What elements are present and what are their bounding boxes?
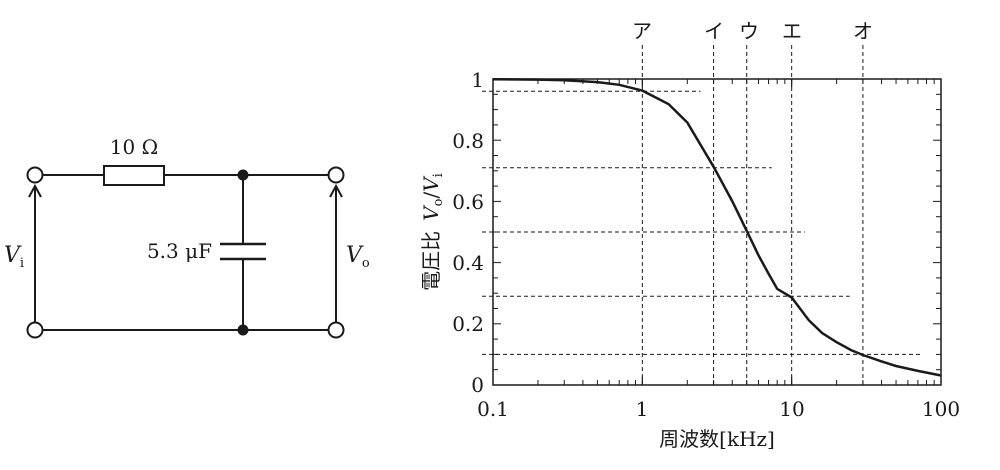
y-tick-label: 1 (471, 68, 484, 92)
marker-label-u: ウ (739, 19, 759, 43)
input-terminal-top (26, 166, 44, 184)
capacitor-label: 5.3 μF (147, 239, 212, 263)
marker-label-i: イ (704, 19, 724, 43)
x-axis-label: 周波数[kHz] (659, 427, 775, 451)
x-tick-label: 100 (922, 397, 960, 421)
marker-label-e: エ (782, 19, 802, 43)
response-curve (492, 78, 942, 377)
output-arrow-head (329, 183, 343, 198)
y-axis-label: 電圧比Vo/Vi (419, 173, 446, 291)
y-tick-label: 0.4 (452, 251, 484, 275)
circuit-diagram (26, 165, 345, 339)
y-tick-label: 0.6 (452, 190, 484, 214)
resistor (103, 165, 165, 186)
output-voltage-label: Vo (346, 243, 370, 271)
marker-label-a: ア (632, 19, 652, 43)
x-tick-label: 1 (636, 397, 649, 421)
output-terminal-top (327, 166, 345, 184)
guide-lines (482, 45, 922, 385)
frequency-response-chart: 0.1 1 10 100 0 0.2 0.4 0.6 0.8 1 周波数[kHz… (419, 19, 960, 451)
x-tick-label: 10 (779, 397, 804, 421)
x-tick-label: 0.1 (477, 397, 509, 421)
y-tick-label: 0.2 (452, 312, 484, 336)
y-tick-label: 0 (471, 373, 484, 397)
input-voltage-label: Vi (4, 243, 24, 271)
resistor-label: 10 Ω (110, 135, 158, 159)
y-tick-label: 0.8 (452, 129, 484, 153)
input-arrow-head (28, 183, 42, 198)
junction-dot-top (237, 169, 249, 181)
input-terminal-bottom (26, 321, 44, 339)
output-terminal-bottom (327, 321, 345, 339)
marker-label-o: オ (853, 19, 873, 43)
junction-dot-bottom (237, 324, 249, 336)
